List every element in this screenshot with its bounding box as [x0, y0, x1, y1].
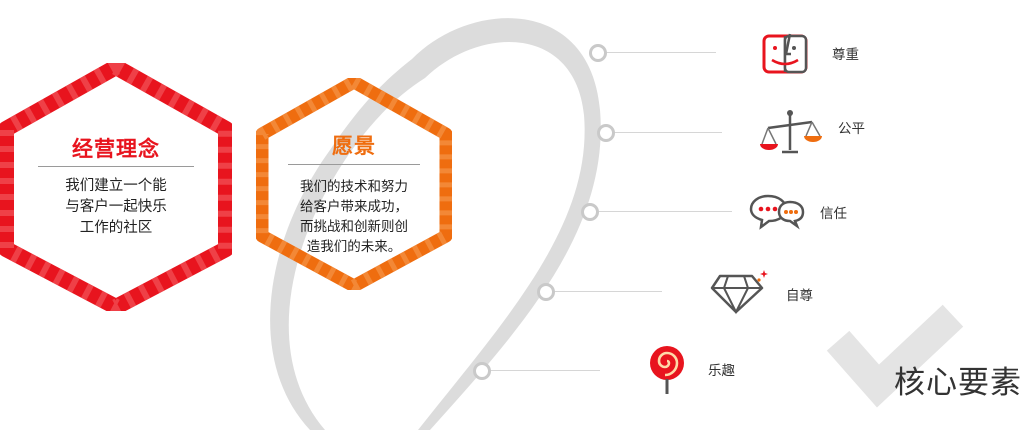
scale-icon — [760, 110, 822, 154]
vision-line: 我们的技术和努力 — [300, 179, 408, 195]
value-label-respect: 尊重 — [832, 47, 859, 63]
face-icon — [762, 33, 808, 74]
vision-line: 造我们的未来。 — [306, 239, 402, 255]
connector-line — [552, 291, 662, 292]
vision-line: 而挑战和创新则创 — [300, 219, 408, 235]
vision-text: 我们的技术和努力 给客户带来成功， 而挑战和创新则创 造我们的未来。 — [256, 177, 452, 257]
diamond-icon — [710, 270, 768, 315]
chat-bubbles-icon — [749, 194, 805, 230]
vision-line: 给客户带来成功， — [300, 199, 408, 215]
mission-divider — [38, 166, 194, 167]
vision-divider — [288, 164, 420, 165]
core-values-title: 核心要素 — [894, 365, 1022, 401]
value-label-fun: 乐趣 — [708, 363, 735, 379]
orbit-node — [597, 124, 615, 142]
lollipop-icon — [650, 346, 684, 394]
connector-line — [488, 370, 600, 371]
orbit-node — [473, 362, 491, 380]
mission-hexagon: 经营理念 我们建立一个能 与客户一起快乐 工作的社区 — [0, 63, 232, 311]
mission-line: 与客户一起快乐 — [65, 199, 167, 215]
mission-line: 工作的社区 — [79, 220, 153, 236]
orbit-node — [589, 44, 607, 62]
connector-line — [604, 52, 716, 53]
vision-hexagon: 愿景 我们的技术和努力 给客户带来成功， 而挑战和创新则创 造我们的未来。 — [256, 78, 452, 290]
value-label-fairness: 公平 — [838, 121, 865, 137]
orbit-node — [581, 203, 599, 221]
mission-text: 我们建立一个能 与客户一起快乐 工作的社区 — [0, 176, 232, 239]
value-label-trust: 信任 — [820, 206, 847, 222]
mission-line: 我们建立一个能 — [65, 178, 167, 194]
connector-line — [612, 132, 722, 133]
connector-line — [596, 211, 732, 212]
value-label-self-respect: 自尊 — [786, 288, 813, 304]
orbit-node — [537, 283, 555, 301]
mission-title: 经营理念 — [72, 137, 160, 161]
vision-title: 愿景 — [332, 134, 376, 158]
